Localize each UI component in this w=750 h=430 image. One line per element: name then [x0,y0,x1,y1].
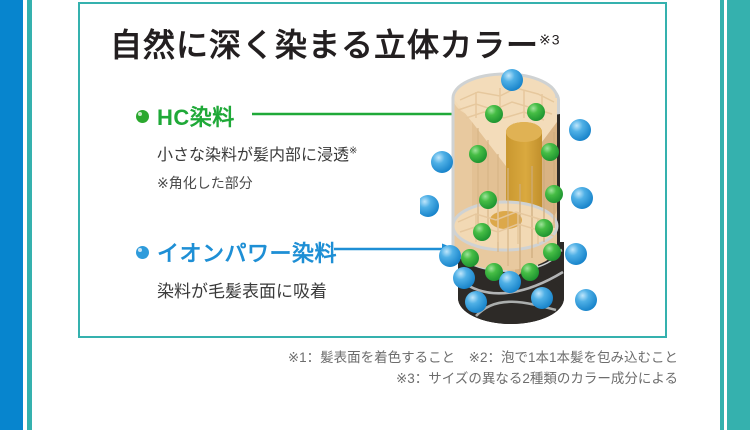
callout-hc-dye: HC染料 小さな染料が髪内部に浸透※ ※角化した部分 [136,100,357,193]
callout-hc-description: 小さな染料が髪内部に浸透※ [157,141,357,165]
callout-hc-label: HC染料 [157,105,235,130]
callout-ion-label: イオンパワー染料 [157,241,338,266]
footnote-line-2: ※3：サイズの異なる2種類のカラー成分による [395,370,678,386]
green-dot-icon [136,109,149,123]
medulla-core [506,122,542,226]
right-teal-edge-line [720,0,724,430]
callout-ion-head: イオンパワー染料 [136,236,337,268]
page-title-superscript: ※3 [539,31,561,48]
hair-strand-svg [417,69,597,324]
content-panel [78,2,667,338]
hair-strand-illustration [417,66,635,332]
callout-hc-description-mark: ※ [349,145,358,157]
footnote-line-1: ※1：髪表面を着色すること ※2：泡で1本1本髪を包み込むこと [287,350,678,365]
right-teal-edge-bar [727,0,750,430]
page-title-text: 自然に深く染まる立体カラー [110,27,540,63]
callout-hc-head: HC染料 [136,100,357,132]
callout-hc-note: ※角化した部分 [157,175,253,191]
page-title: 自然に深く染まる立体カラー※3 [110,20,630,66]
left-teal-edge-line [27,0,32,430]
blue-dye-particles [417,69,597,313]
callout-hc-description-text: 小さな染料が髪内部に浸透 [157,147,350,164]
blue-dot-icon [136,245,149,259]
callout-ion-power-dye: イオンパワー染料 染料が毛髪表面に吸着 [136,236,337,302]
left-blue-edge-bar [0,0,23,430]
green-dye-particles [461,103,563,281]
footnotes: ※1：髪表面を着色すること ※2：泡で1本1本髪を包み込むこと ※3：サイズの異… [78,348,678,390]
callout-ion-description: 染料が毛髪表面に吸着 [157,282,327,301]
